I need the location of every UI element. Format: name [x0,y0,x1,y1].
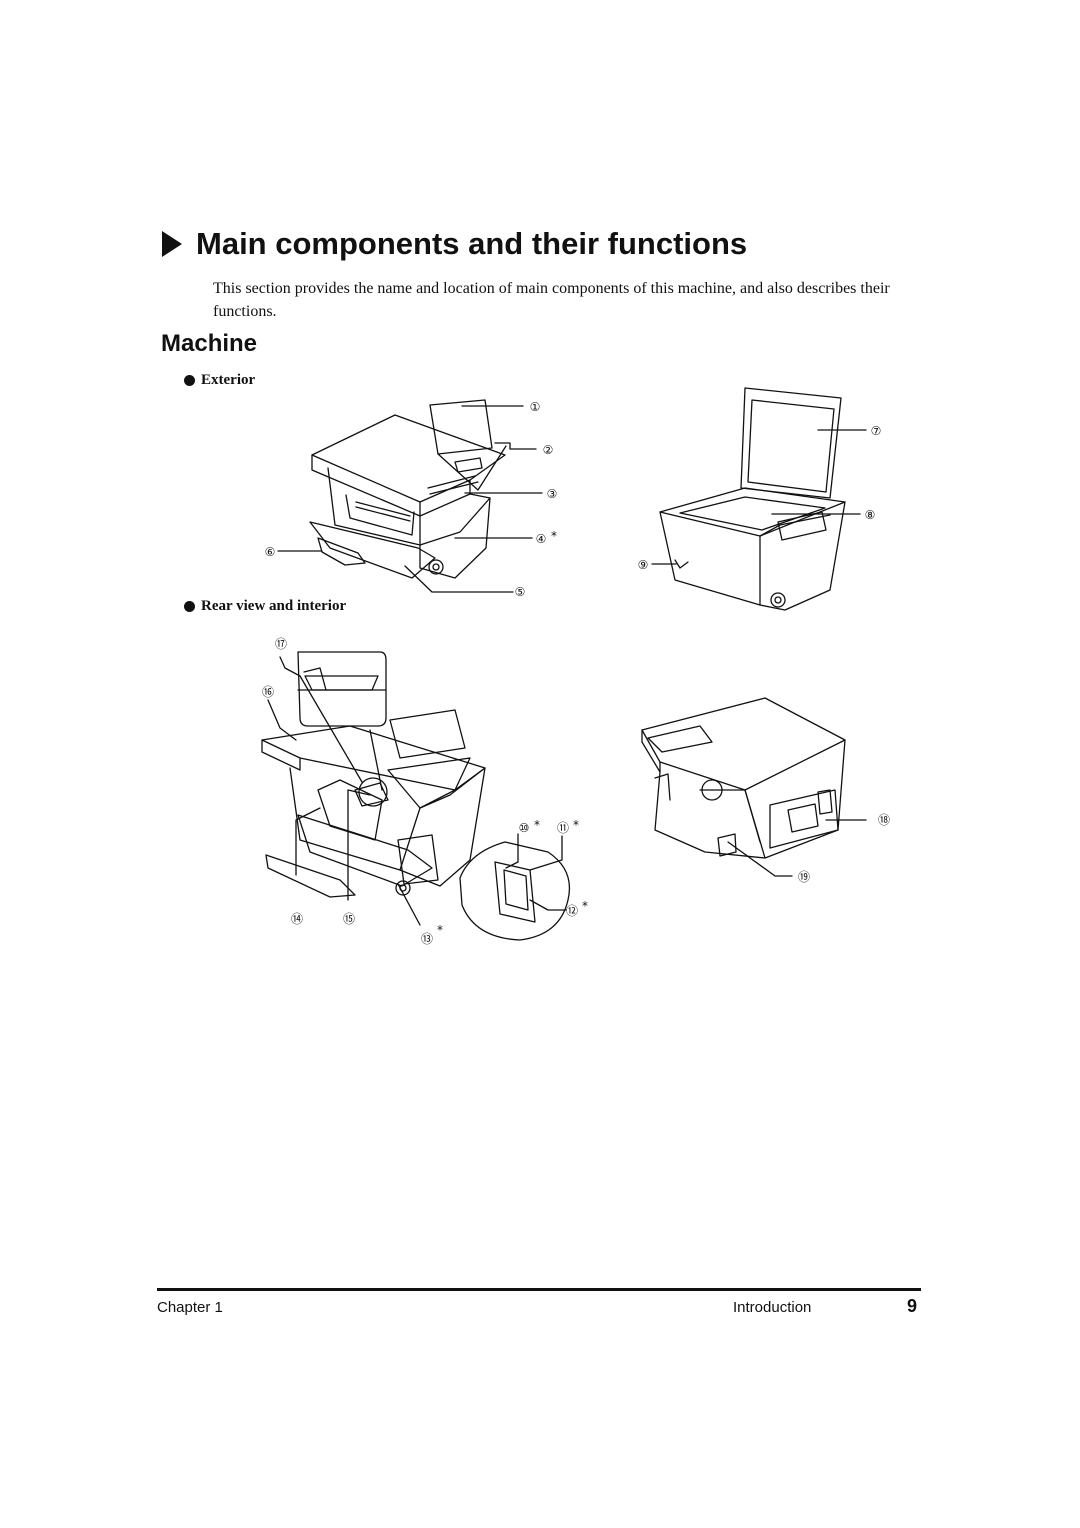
page-title: Main components and their functions [160,226,747,262]
rear-heading: Rear view and interior [184,598,346,615]
callout-13: ⑬ [421,932,433,946]
callout-4: ④ [536,532,547,546]
section-heading: Machine [161,330,258,357]
callout-14: ⑭ [291,912,303,926]
callout-16: ⑯ [262,685,274,699]
exterior-heading: Exterior [184,372,255,389]
callout-8: ⑧ [865,508,876,522]
printer-interior-view-illustration [261,651,571,941]
callout-3: ③ [547,487,558,501]
callout-18: ⑱ [878,813,890,827]
page-title-text: Main components and their functions [196,226,748,261]
printer-front-view-illustration [309,399,507,579]
asterisk-4: * [551,529,557,543]
intro-paragraph: This section provides the name and locat… [213,280,890,320]
callout-19: ⑲ [798,870,810,884]
asterisk-10: * [534,818,540,832]
bullet-icon [184,601,195,612]
callout-2: ② [543,443,554,457]
callout-1: ① [530,400,541,414]
callout-7: ⑦ [871,424,882,438]
page-number: 9 [907,1296,918,1316]
printer-open-view-illustration [659,387,846,611]
footer-chapter: Chapter 1 [157,1299,223,1316]
callout-17: ⑰ [275,637,287,651]
rear-heading-text: Rear view and interior [201,598,347,614]
callout-10: ⑩ [519,821,530,835]
footer-rule [157,1288,921,1291]
callout-6: ⑥ [265,545,276,559]
callout-11: ⑪ [557,821,569,835]
bullet-icon [184,375,195,386]
callout-12: ⑫ [566,904,578,918]
callout-5: ⑤ [515,585,526,599]
asterisk-13: * [437,923,443,937]
exterior-heading-text: Exterior [201,372,256,388]
section-marker-icon [162,231,182,257]
asterisk-11: * [573,818,579,832]
asterisk-12: * [582,899,588,913]
printer-rear-view-illustration [641,697,846,859]
callout-9: ⑨ [638,558,649,572]
footer-section: Introduction [733,1299,812,1316]
callout-15: ⑮ [343,912,355,926]
